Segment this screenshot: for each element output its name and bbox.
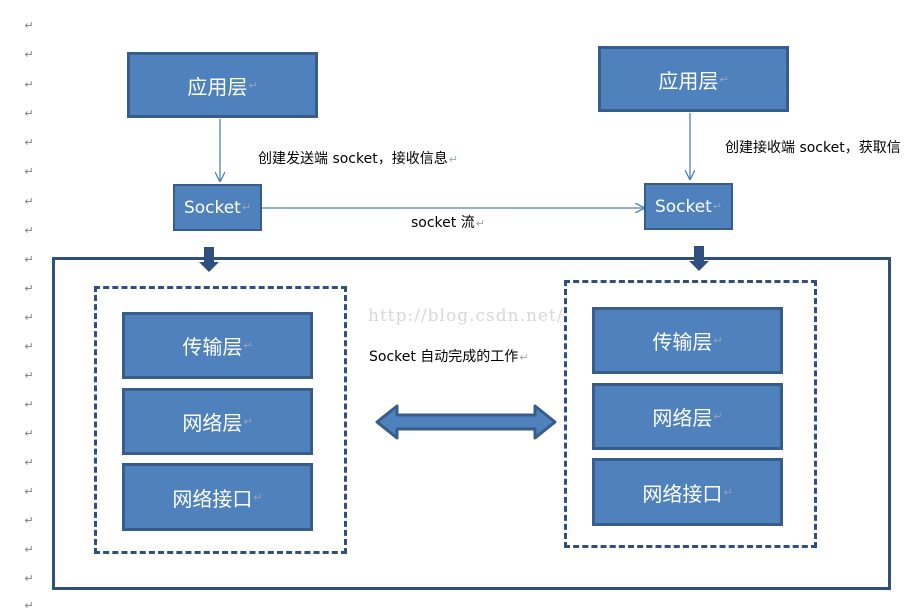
- right-socket-down-arrow: [689, 246, 709, 271]
- paragraph-mark: ↵: [24, 514, 34, 527]
- socket-stream-annotation: socket 流↵: [411, 212, 485, 232]
- left-network-interface-label: 网络接口: [172, 486, 253, 511]
- left-socket-down-arrow: [199, 247, 219, 272]
- right-stack-dashed-frame: [564, 280, 817, 548]
- recv-socket-annotation: 创建接收端 socket，获取信: [725, 137, 901, 157]
- paragraph-mark: ↵: [24, 19, 34, 32]
- paragraph-mark: ↵: [24, 165, 34, 178]
- right-network-interface-box: 网络接口↵: [592, 458, 783, 526]
- paragraph-mark: ↵: [24, 311, 34, 324]
- paragraph-mark: ↵: [24, 369, 34, 382]
- socket-work-frame: [52, 257, 891, 590]
- paragraph-mark: ↵: [713, 410, 723, 423]
- paragraph-mark: ↵: [712, 200, 723, 213]
- paragraph-mark: ↵: [448, 153, 458, 166]
- send-socket-text: 创建发送端 socket，接收信息: [258, 151, 448, 167]
- auto-work-annotation: Socket 自动完成的工作↵: [369, 346, 529, 366]
- left-stack-dashed-frame: [94, 286, 347, 554]
- right-network-layer-label: 网络层: [652, 406, 713, 430]
- bidirectional-arrow: [375, 404, 557, 440]
- right-app-layer-label: 应用层: [658, 68, 719, 93]
- paragraph-mark: ↵: [475, 217, 485, 230]
- left-transport-layer-label: 传输层: [182, 335, 243, 359]
- paragraph-mark: ↵: [24, 543, 34, 556]
- left-app-layer-label: 应用层: [187, 74, 248, 99]
- paragraph-mark: ↵: [24, 78, 34, 91]
- left-network-layer-box: 网络层↵: [122, 388, 313, 455]
- paragraph-mark: ↵: [519, 351, 529, 364]
- right-socket-box: Socket↵: [644, 183, 733, 230]
- paragraph-mark: ↵: [723, 485, 733, 499]
- paragraph-mark: ↵: [24, 572, 34, 585]
- left-network-interface-box: 网络接口↵: [122, 463, 313, 531]
- paragraph-mark: ↵: [24, 224, 34, 237]
- right-network-interface-label: 网络接口: [642, 481, 723, 506]
- paragraph-mark: ↵: [24, 195, 34, 208]
- left-network-layer-label: 网络层: [182, 411, 243, 435]
- send-socket-annotation: 创建发送端 socket，接收信息↵: [258, 148, 458, 168]
- paragraph-mark: ↵: [24, 48, 34, 61]
- paragraph-mark: ↵: [719, 72, 729, 86]
- paragraph-mark: ↵: [713, 334, 723, 347]
- paragraph-mark: ↵: [24, 253, 34, 266]
- paragraph-mark: ↵: [241, 201, 252, 214]
- paragraph-mark: ↵: [24, 456, 34, 469]
- left-socket-label: Socket: [183, 197, 241, 218]
- paragraph-mark: ↵: [24, 427, 34, 440]
- right-socket-label: Socket: [654, 196, 712, 217]
- auto-work-text: Socket 自动完成的工作: [369, 349, 519, 365]
- paragraph-mark: ↵: [24, 398, 34, 411]
- watermark: http://blog.csdn.net/: [368, 306, 564, 326]
- paragraph-mark: ↵: [24, 136, 34, 149]
- right-transport-layer-label: 传输层: [652, 330, 713, 354]
- recv-socket-text: 创建接收端 socket，获取信: [725, 140, 901, 156]
- left-transport-layer-box: 传输层↵: [122, 312, 313, 379]
- left-socket-box: Socket↵: [173, 184, 262, 231]
- paragraph-mark: ↵: [243, 339, 253, 352]
- paragraph-mark: ↵: [24, 599, 34, 612]
- paragraph-mark: ↵: [253, 490, 263, 504]
- left-app-layer-box: 应用层↵: [127, 52, 318, 118]
- paragraph-mark: ↵: [24, 340, 34, 353]
- paragraph-mark: ↵: [24, 485, 34, 498]
- right-transport-layer-box: 传输层↵: [592, 307, 783, 374]
- right-app-layer-box: 应用层↵: [598, 46, 789, 112]
- right-network-layer-box: 网络层↵: [592, 383, 783, 450]
- socket-stream-text: socket 流: [411, 215, 475, 231]
- paragraph-mark: ↵: [24, 107, 34, 120]
- paragraph-mark: ↵: [248, 78, 258, 92]
- paragraph-mark: ↵: [243, 415, 253, 428]
- paragraph-mark: ↵: [24, 282, 34, 295]
